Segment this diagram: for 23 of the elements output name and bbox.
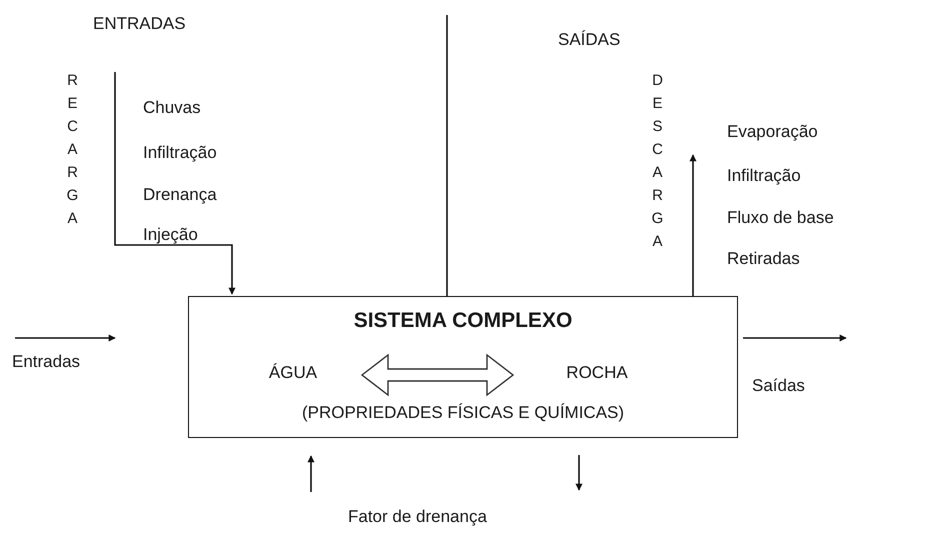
box-subtitle: (PROPRIEDADES FÍSICAS E QUÍMICAS) [302,403,624,423]
heading: ENTRADAS [93,14,186,34]
flow-label: Saídas [752,376,805,396]
double-arrow [360,354,514,396]
node-label: ROCHA [557,363,637,387]
node-label: ÁGUA [259,363,327,387]
list-item: Retiradas [727,249,800,269]
heading: SAÍDAS [558,30,620,50]
list-item: Drenança [143,185,217,205]
list-item: Injeção [143,225,198,245]
flow-label: Entradas [12,352,80,372]
discharge-arrow [690,154,696,296]
list-item: Infiltração [727,166,801,186]
flow-label: Fator de drenança [348,507,487,527]
system-box [188,296,738,438]
list-item: Fluxo de base [727,208,834,228]
box-title: SISTEMA COMPLEXO [354,309,572,333]
vertical-label: RECARGA [64,72,80,233]
list-item: Infiltração [143,143,217,163]
list-item: Chuvas [143,98,201,118]
vertical-label: DESCARGA [649,72,665,256]
list-item: Evaporação [727,122,818,142]
recharge-arrow [114,72,236,295]
